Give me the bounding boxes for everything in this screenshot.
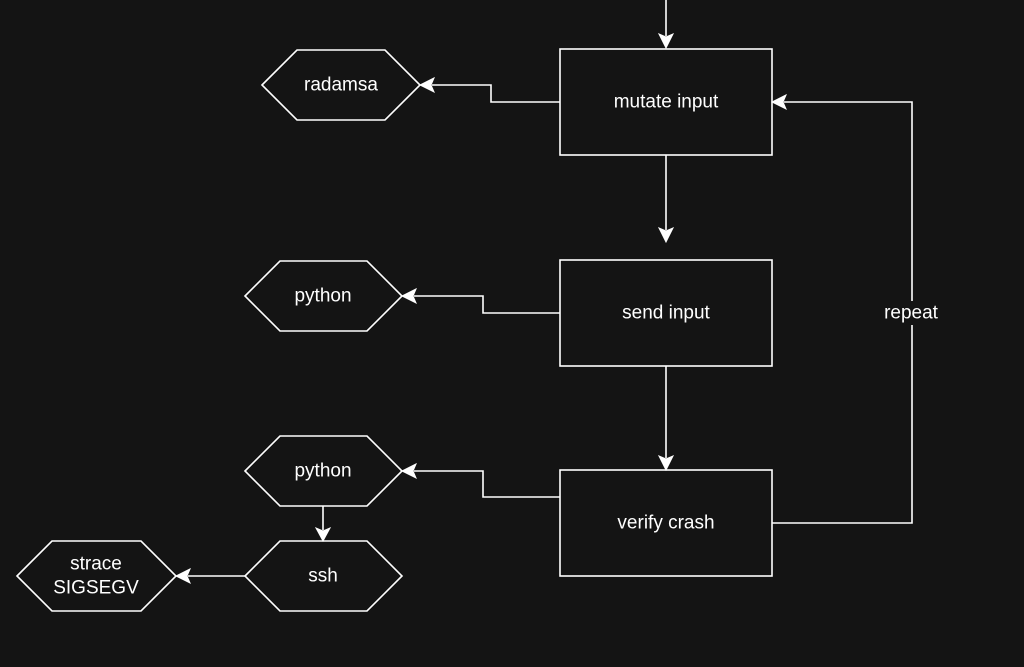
arrowhead-python-to-ssh (314, 526, 332, 543)
arrowhead-send-to-python (400, 287, 417, 305)
node-send-input[interactable]: send input (559, 259, 773, 367)
node-python-send[interactable]: python (243, 260, 404, 332)
strace-label-line-1: strace (70, 554, 122, 575)
send-input-label: send input (622, 303, 710, 324)
mutate-input-box[interactable] (559, 48, 773, 156)
ssh-hexagon[interactable] (243, 540, 404, 612)
edge-verify-to-python (414, 470, 560, 498)
node-python-verify[interactable]: python (243, 435, 404, 507)
node-ssh[interactable]: ssh (243, 540, 404, 612)
edge-send-to-python (414, 295, 560, 314)
repeat-label-background (880, 301, 944, 325)
radamsa-hexagon[interactable] (260, 49, 422, 121)
python-verify-hexagon[interactable] (243, 435, 404, 507)
arrowhead-send-to-verify (657, 455, 675, 472)
node-strace-sigsegv[interactable]: strace SIGSEGV (15, 540, 178, 612)
repeat-label: repeat (884, 303, 939, 324)
mutate-input-label: mutate input (614, 92, 719, 113)
python-send-hexagon[interactable] (243, 260, 404, 332)
verify-crash-label: verify crash (617, 513, 714, 534)
send-input-box[interactable] (559, 259, 773, 367)
python-send-label: python (294, 286, 351, 307)
arrowhead-repeat-loop (770, 93, 787, 111)
arrowhead-mutate-to-radamsa (418, 76, 435, 94)
arrowhead-mutate-to-send (657, 227, 675, 244)
python-verify-label: python (294, 461, 351, 482)
arrowhead-entry-to-mutate (657, 33, 675, 50)
node-radamsa[interactable]: radamsa (260, 49, 422, 121)
ssh-label: ssh (308, 566, 338, 587)
verify-crash-box[interactable] (559, 469, 773, 577)
node-mutate-input[interactable]: mutate input (559, 48, 773, 156)
node-verify-crash[interactable]: verify crash (559, 469, 773, 577)
edges (174, 0, 913, 585)
arrowhead-verify-to-python (400, 462, 417, 480)
strace-sigsegv-hexagon[interactable] (15, 540, 178, 612)
radamsa-label: radamsa (304, 75, 378, 96)
arrowhead-ssh-to-strace (174, 567, 191, 585)
strace-label-line-2: SIGSEGV (53, 578, 139, 599)
edge-mutate-to-radamsa (432, 84, 560, 103)
repeat-label-group: repeat (880, 301, 944, 325)
